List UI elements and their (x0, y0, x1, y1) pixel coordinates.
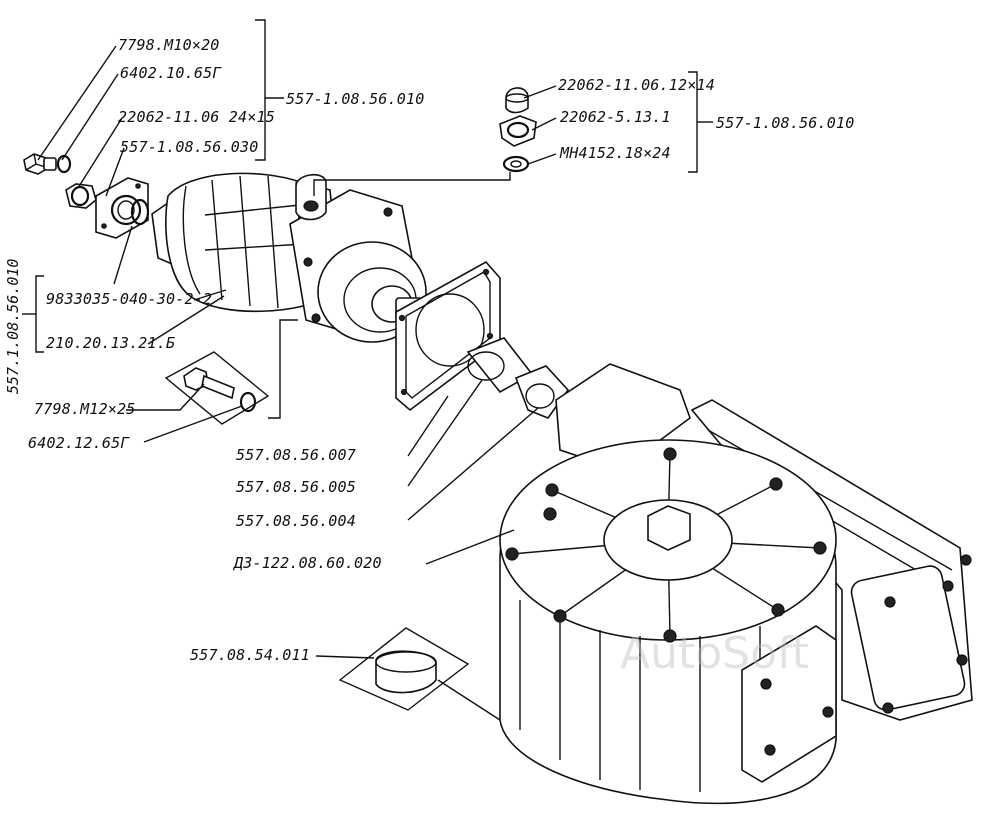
nut-24x15 (65, 183, 97, 209)
label-bolt-m12: 7798.М12×25 (34, 400, 136, 418)
gasket-007 (395, 260, 501, 412)
label-assembly-right: 557-1.08.56.010 (716, 114, 855, 132)
label-assembly-left: 557-1.08.56.010 (286, 90, 425, 108)
label-nut-24x15: 22062-11.06 24×15 (118, 108, 275, 126)
label-washer-10: 6402.10.65Г (120, 64, 222, 82)
label-washer-12: 6402.12.65Г (28, 434, 130, 452)
watermark: AutoSoft (620, 628, 809, 679)
label-assembly-vertical: 557.1.08.56.010 (4, 258, 22, 394)
label-washer-mn: МН4152.18×24 (560, 144, 671, 162)
label-coupling-005: 557.08.56.005 (236, 478, 356, 496)
flange-030 (95, 177, 150, 239)
label-gearbox-020: Д3-122.08.60.020 (234, 554, 382, 572)
gearbox (499, 363, 973, 805)
bracket-right-assembly (688, 71, 713, 173)
label-coupling-004: 557.08.56.004 (236, 512, 356, 530)
hydraulic-motor (151, 172, 427, 343)
leader-lines (37, 45, 557, 721)
bracket-left-assembly (255, 19, 284, 161)
bolt-m10 (23, 153, 57, 175)
label-seal-ring: 9833035-040-30-2-2 (46, 290, 213, 308)
bracket-vertical-group (22, 275, 44, 353)
washer-10 (56, 154, 72, 174)
label-motor-body: 210.20.13.21.Б (46, 334, 176, 352)
plug-011 (338, 627, 470, 711)
label-flange-030: 557-1.08.56.030 (120, 138, 259, 156)
fitting-set (499, 87, 537, 173)
label-fitting-513: 22062-5.13.1 (560, 108, 671, 126)
label-gasket-007: 557.08.56.007 (236, 446, 356, 464)
label-plug-011: 557.08.54.011 (190, 646, 310, 664)
bolt-m12-set (164, 351, 270, 425)
label-nut-12x14: 22062-11.06.12×14 (558, 76, 715, 94)
label-bolt-m10: 7798.М10×20 (118, 36, 220, 54)
